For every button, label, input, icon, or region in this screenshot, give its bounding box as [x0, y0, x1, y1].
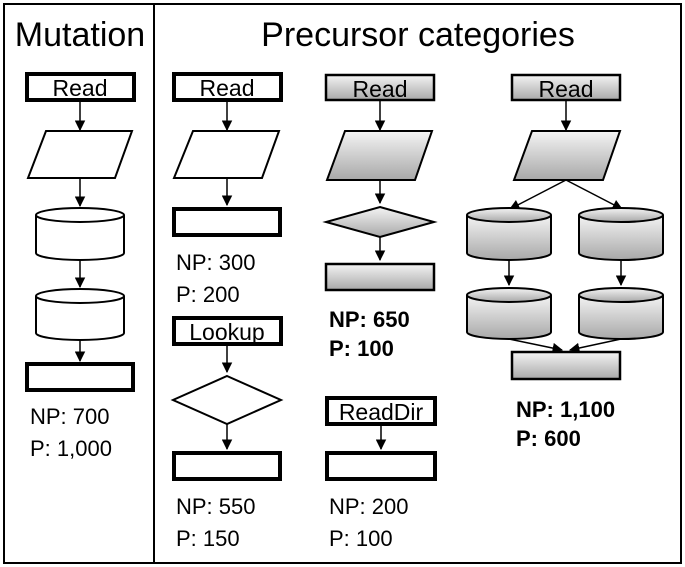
mutation-np: NP: 700: [30, 404, 110, 429]
category-2-flow: Read NP: 650 P: 100: [322, 73, 438, 361]
mutation-p: P: 1,000: [30, 436, 112, 461]
cat3-arrow-right: [565, 179, 623, 210]
cat5-p: P: 100: [329, 526, 393, 551]
category-4-flow: Lookup NP: 550 P: 150: [170, 316, 284, 551]
cat5-end-box: [325, 451, 437, 481]
cat2-np: NP: 650: [329, 307, 410, 332]
cat2-read-box: [324, 73, 436, 102]
cat1-read-label: Read: [200, 75, 255, 101]
mutation-parallelogram: [26, 130, 134, 179]
cat3-arrow-left: [509, 179, 567, 210]
cat3-cylinder-left-2-top: [466, 287, 552, 303]
cat3-arrow-merge-right: [568, 338, 622, 354]
cat1-p: P: 200: [176, 282, 240, 307]
cat2-end-box: [324, 262, 436, 292]
cat2-read-label: Read: [353, 76, 408, 102]
cat3-cylinder-right-1: [578, 215, 664, 261]
cat3-read-label: Read: [539, 76, 594, 102]
cat3-cylinder-right-1-top: [578, 207, 664, 223]
mutation-end-box: [25, 362, 135, 392]
cat5-readdir-label: ReadDir: [339, 399, 424, 425]
cat3-read-box: [510, 73, 622, 102]
cat3-cylinder-left-1: [466, 215, 552, 261]
cat3-cylinder-left-1-top: [466, 207, 552, 223]
mutation-cylinder-2-top: [35, 288, 125, 304]
outer-frame: [3, 3, 682, 564]
cat4-np: NP: 550: [176, 494, 256, 519]
cat1-np: NP: 300: [176, 250, 256, 275]
cat3-cylinder-left-2: [466, 295, 552, 340]
cat4-lookup-label: Lookup: [189, 319, 264, 345]
cat5-np: NP: 200: [329, 494, 409, 519]
cat4-end-box: [172, 451, 282, 481]
cat5-readdir-box: [325, 396, 437, 426]
category-3-flow: Read NP: 1,100 P: 600: [466, 73, 664, 451]
mutation-cylinder-1-top: [35, 207, 125, 223]
cat3-p: P: 600: [516, 426, 581, 451]
cat2-p: P: 100: [329, 336, 394, 361]
cat3-end-box: [510, 350, 622, 381]
mutation-read-label: Read: [53, 75, 108, 101]
mutation-flow: Read NP: 700 P: 1,000: [25, 72, 136, 461]
cat2-diamond: [322, 205, 438, 239]
cat2-parallelogram: [325, 130, 434, 181]
cat3-np: NP: 1,100: [516, 397, 615, 422]
cat4-p: P: 150: [176, 526, 240, 551]
mutation-read-box: [25, 72, 136, 102]
cat4-diamond: [170, 374, 284, 426]
cat3-parallelogram: [512, 130, 622, 181]
cat3-cylinder-right-2-top: [578, 287, 664, 303]
category-5-flow: ReadDir NP: 200 P: 100: [325, 396, 437, 551]
heading-mutation: Mutation: [15, 16, 145, 54]
cat3-arrow-merge-left: [508, 338, 564, 354]
cat1-parallelogram: [172, 130, 281, 179]
cat1-end-box: [172, 207, 282, 237]
cat3-cylinder-right-2: [578, 295, 664, 340]
heading-precursor-categories: Precursor categories: [261, 16, 575, 54]
category-1-flow: Read NP: 300 P: 200: [172, 72, 283, 307]
